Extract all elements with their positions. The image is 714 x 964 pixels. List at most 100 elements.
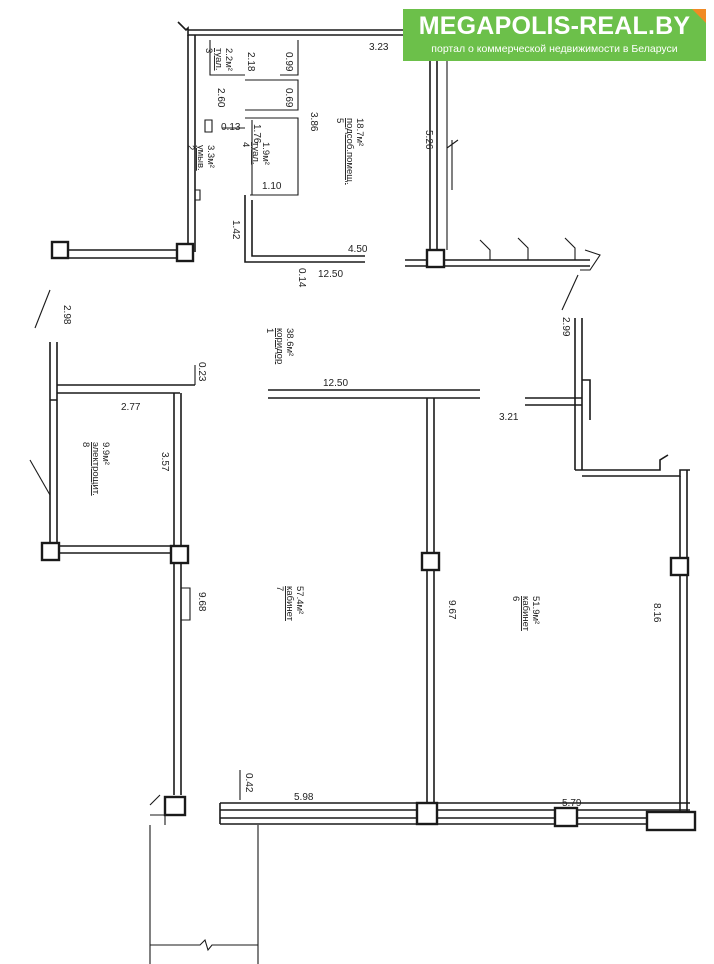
wall-toilet-3 <box>209 40 299 76</box>
wall-room8-top <box>57 384 195 394</box>
room-number: 3 <box>203 48 214 53</box>
wall-block-notch <box>195 189 201 201</box>
wall-block-left <box>187 35 196 252</box>
dim-label: 2.18 <box>245 52 256 72</box>
room-area: 3.3м² <box>205 145 216 168</box>
wall-wash-fixture <box>204 119 213 133</box>
wall-room5-right <box>429 35 438 258</box>
room-5-label: 18.7м² подсоб.помещ. 5 <box>334 118 365 185</box>
column <box>40 541 61 562</box>
dim-label: 5.98 <box>294 792 314 803</box>
column <box>669 556 690 577</box>
column <box>175 242 195 263</box>
room-number: 6 <box>510 596 521 601</box>
dim-label: 12.50 <box>318 269 343 280</box>
dim-label: 8.16 <box>651 603 662 623</box>
dim-label: 2.60 <box>215 88 226 108</box>
room-name: подсоб.помещ. <box>344 118 355 185</box>
column <box>425 248 446 269</box>
dim-label: 0.69 <box>283 88 294 108</box>
room-number: 8 <box>80 442 91 447</box>
dim-label: 0.14 <box>296 268 307 288</box>
room-2-label: 3.3м² умыв. 2 <box>185 145 216 171</box>
wall-bottom <box>220 802 690 825</box>
site-banner: MEGAPOLIS-REAL.BY портал о коммерческой … <box>403 9 706 61</box>
room-number: 2 <box>185 145 196 150</box>
wall-room8-bottom <box>60 545 178 554</box>
room-name: туал. <box>213 48 224 71</box>
dim-label: 3.86 <box>308 112 319 132</box>
column <box>645 810 697 832</box>
columns <box>40 240 697 832</box>
dim-label: 5.26 <box>423 130 434 150</box>
banner-subtitle: портал о коммерческой недвижимости в Бел… <box>431 43 678 55</box>
room-name: туал. <box>250 142 261 165</box>
room-1-label: 38.6м² коридор 1 <box>264 328 295 364</box>
walls <box>29 21 690 964</box>
room-name: кабинет <box>520 596 531 632</box>
wall-bottom-corner <box>149 794 166 825</box>
dim-label: 1.76 <box>251 124 262 144</box>
wall-right-stub <box>525 379 591 420</box>
room-3-label: 2.2м² туал. 3 <box>203 48 234 71</box>
dim-label: 9.68 <box>196 592 207 612</box>
room-area: 51.9м² <box>530 596 541 624</box>
wall-radiators <box>479 237 601 271</box>
column <box>553 806 579 828</box>
room-number: 1 <box>264 328 275 333</box>
dimension-labels: 2.18 0.99 3.23 0.69 2.60 0.13 1.76 3.86 … <box>61 42 662 809</box>
wall-block-inner <box>244 195 365 263</box>
room-name: умыв. <box>195 145 206 171</box>
room-number: 4 <box>240 142 251 147</box>
room-name: коридор <box>274 328 285 364</box>
wall-upper-left <box>64 249 180 259</box>
room-4-label: 1.9м² туал. 4 <box>240 142 271 165</box>
dim-label: 9.67 <box>446 600 457 620</box>
room-number: 5 <box>334 118 345 123</box>
wall-left-room8 <box>49 342 58 545</box>
room-labels: 2.2м² туал. 3 3.3м² умыв. 2 1.9м² туал. … <box>80 48 541 632</box>
dim-label: 2.77 <box>121 402 141 413</box>
room-7-label: 57.4м² кабинет 7 <box>274 586 305 622</box>
room-area: 1.9м² <box>260 142 271 165</box>
room-area: 18.7м² <box>354 118 365 146</box>
wall-room8-right <box>173 393 182 795</box>
wall-top <box>177 21 420 36</box>
dim-label: 4.50 <box>348 244 368 255</box>
dim-label: 5.79 <box>562 798 582 809</box>
room-name: электрощит. <box>90 442 101 496</box>
dim-label: 1.10 <box>262 181 282 192</box>
column <box>169 544 190 565</box>
door-swing-right <box>561 274 579 311</box>
banner-title: MEGAPOLIS-REAL.BY <box>418 12 691 40</box>
wall-room7-fixture <box>181 587 191 621</box>
wall-mid-partition <box>426 398 435 805</box>
room-8-label: 9.9м² электрощит. 8 <box>80 442 111 496</box>
wall-room5-door <box>446 40 459 250</box>
dim-label: 3.21 <box>499 412 519 423</box>
banner-corner-flag <box>692 9 706 23</box>
wall-toilet-4 <box>245 117 299 196</box>
dim-label: 0.99 <box>283 52 294 72</box>
wall-right-outer <box>679 470 688 815</box>
door-swing-left-1 <box>34 289 51 329</box>
room-name: кабинет <box>284 586 295 622</box>
dim-label: 1.42 <box>230 220 241 240</box>
room-area: 57.4м² <box>294 586 305 614</box>
room-area: 38.6м² <box>284 328 295 356</box>
dim-label: 12.50 <box>323 378 348 389</box>
dim-label: 0.13 <box>221 122 241 133</box>
room-6-label: 51.9м² кабинет 6 <box>510 596 541 632</box>
wall-toilet-divider <box>245 79 299 111</box>
column <box>163 795 187 817</box>
dim-label: 2.98 <box>61 305 72 325</box>
wall-mid-top <box>268 389 480 399</box>
room-area: 2.2м² <box>223 48 234 71</box>
dim-label: 3.23 <box>369 42 389 53</box>
room-area: 9.9м² <box>100 442 111 465</box>
column <box>50 240 70 260</box>
column <box>420 551 441 572</box>
dim-label: 3.57 <box>159 452 170 472</box>
dim-label: 0.42 <box>243 773 254 793</box>
column <box>415 801 439 826</box>
